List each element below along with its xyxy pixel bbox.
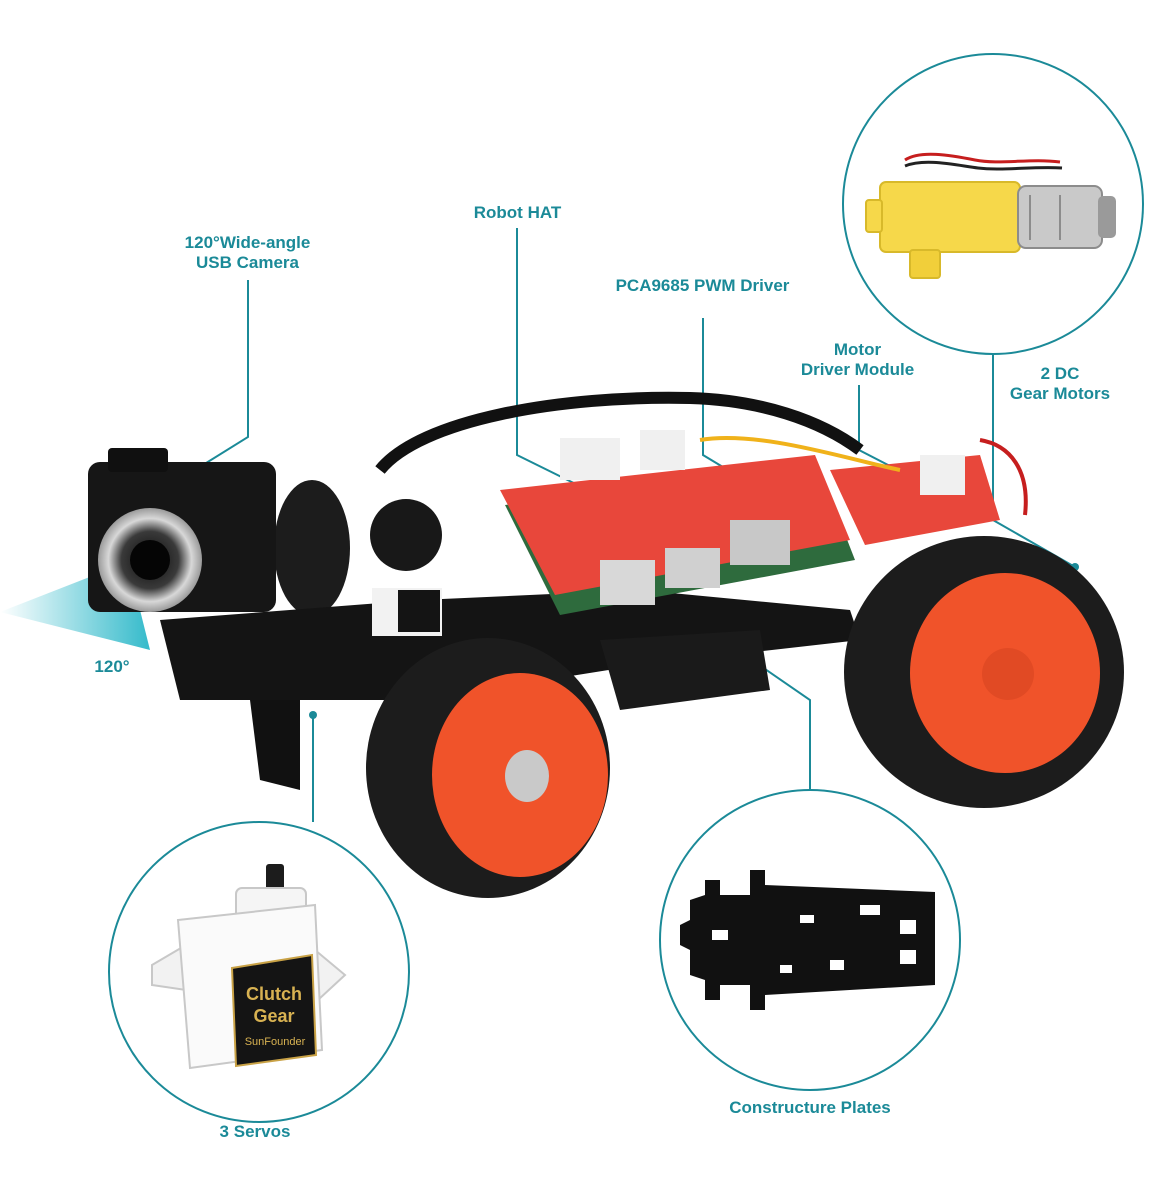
plates-label: Constructure Plates xyxy=(700,1098,920,1118)
servo-illustration: Clutch Gear SunFounder xyxy=(151,864,347,1070)
camera-leader xyxy=(181,280,249,479)
servos-dot xyxy=(309,711,317,719)
plates-label-text: Constructure Plates xyxy=(729,1098,891,1117)
robot-hat-leader xyxy=(516,228,599,496)
fov-angle-label-text: 120° xyxy=(94,657,130,676)
dc-gear-motor-illustration xyxy=(865,152,1116,279)
camera-label-line2: USB Camera xyxy=(196,253,299,272)
gear-motors-label: 2 DC Gear Motors xyxy=(995,364,1125,404)
robot-car-illustration xyxy=(0,391,1124,898)
robot-hat-label-text: Robot HAT xyxy=(473,203,562,222)
construction-plate-illustration xyxy=(680,870,935,1010)
gear-motors-label-line1: 2 DC xyxy=(1040,364,1080,383)
robot-hat-label: Robot HAT xyxy=(430,203,605,223)
servos-label-text: 3 Servos xyxy=(219,1122,291,1141)
fov-angle-label: 120° xyxy=(72,657,152,677)
gear-motors-label-line2: Gear Motors xyxy=(1009,384,1111,403)
servo-brand-line1: Clutch xyxy=(246,984,302,1004)
motor-driver-label-line1: Motor xyxy=(833,340,882,359)
camera-label-line1: 120°Wide-angle xyxy=(184,233,311,252)
pwm-driver-label-text: PCA9685 PWM Driver xyxy=(615,276,790,295)
camera-label: 120°Wide-angle USB Camera xyxy=(140,233,355,273)
servo-brand-line3: SunFounder xyxy=(245,1036,306,1048)
motor-driver-label-line2: Driver Module xyxy=(800,360,915,379)
pwm-driver-label: PCA9685 PWM Driver xyxy=(585,276,820,296)
servo-brand-line2: Gear xyxy=(253,1006,294,1026)
motor-driver-label: Motor Driver Module xyxy=(780,340,935,380)
servos-label: 3 Servos xyxy=(180,1122,330,1142)
